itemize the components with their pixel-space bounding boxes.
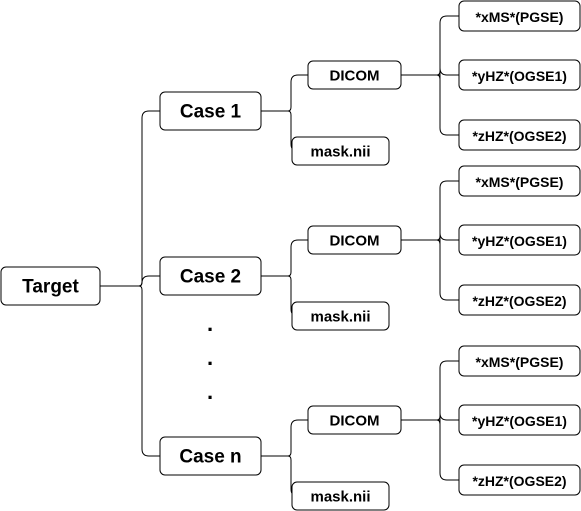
case-n-dicom-folder-box: [307, 405, 402, 435]
case-1-node-box: [159, 91, 262, 131]
case-2-mask-file: mask.nii: [291, 301, 390, 331]
case-1-mask-file-box: [291, 136, 390, 166]
case-1-dicom-file-2: *yHZ*(OGSE1): [458, 59, 581, 91]
case-n-dicom-folder: DICOM: [307, 405, 402, 435]
case-2-node: Case 2: [159, 256, 262, 296]
case-1-dicom-folder: DICOM: [307, 60, 402, 90]
target-connector: [100, 110, 160, 457]
case-n-node-box: [159, 436, 262, 476]
case-2-mask-file-box: [291, 301, 390, 331]
ellipsis-dot-2: .: [207, 345, 213, 370]
case-2-dicom-file-1-box: [458, 165, 581, 197]
case-2-dicom-folder-label: DICOM: [330, 233, 380, 250]
case-n-dicom-connector: [401, 360, 459, 481]
case-2-dicom-file-2: *yHZ*(OGSE1): [458, 224, 581, 256]
case-n-connector-branch-1: [287, 419, 308, 457]
case-n-dicom-folder-label: DICOM: [330, 413, 380, 430]
ellipsis-dot-1: .: [207, 311, 213, 336]
case-2-connector-branch-1: [287, 239, 308, 277]
target-node-box: [0, 266, 101, 306]
case-1-dicom-file-3: *zHZ*(OGSE2): [458, 119, 581, 151]
case-n-mask-file-label: mask.nii: [310, 489, 370, 506]
case-n-mask-file-box: [291, 481, 390, 511]
target-connector-branch-1: [138, 110, 160, 287]
target-node-label: Target: [22, 277, 79, 298]
case-2-node-box: [159, 256, 262, 296]
case-1-connector-branch-1: [287, 74, 308, 112]
case-1-dicom-connector-branch-1: [436, 15, 459, 76]
case-1-node: Case 1: [159, 91, 262, 131]
case-n-dicom-file-2-box: [458, 404, 581, 436]
case-n-dicom-connector-branch-3: [436, 419, 459, 481]
case-1-dicom-file-2-label: *yHZ*(OGSE1): [472, 68, 567, 84]
case-n-dicom-file-2-label: *yHZ*(OGSE1): [472, 413, 567, 429]
case-1-dicom-file-3-box: [458, 119, 581, 151]
case-n-node: Case n: [159, 436, 262, 476]
case-2-dicom-folder: DICOM: [307, 225, 402, 255]
case-n-dicom-file-3-label: *zHZ*(OGSE2): [472, 473, 566, 489]
case-1-dicom-folder-label: DICOM: [330, 68, 380, 85]
case-2-dicom-connector-branch-3: [436, 239, 459, 301]
target-node: Target: [0, 266, 101, 306]
case-2-dicom-file-1-label: *xMS*(PGSE): [476, 174, 564, 190]
ellipsis-dot-3: .: [207, 379, 213, 404]
tree-connectors: [100, 15, 459, 497]
case-1-dicom-connector: [401, 15, 459, 136]
case-2-dicom-connector: [401, 180, 459, 301]
case-1-dicom-file-2-box: [458, 59, 581, 91]
case-1-dicom-file-1: *xMS*(PGSE): [458, 0, 581, 32]
case-2-dicom-folder-box: [307, 225, 402, 255]
case-2-dicom-file-3: *zHZ*(OGSE2): [458, 284, 581, 316]
case-1-node-label: Case 1: [180, 102, 242, 123]
case-2-dicom-file-3-label: *zHZ*(OGSE2): [472, 293, 566, 309]
case-1-dicom-file-3-label: *zHZ*(OGSE2): [472, 128, 566, 144]
case-n-dicom-file-2: *yHZ*(OGSE1): [458, 404, 581, 436]
case-2-dicom-connector-branch-1: [436, 180, 459, 241]
case-n-dicom-file-3: *zHZ*(OGSE2): [458, 464, 581, 496]
case-2-dicom-file-1: *xMS*(PGSE): [458, 165, 581, 197]
target-connector-branch-3: [138, 285, 160, 457]
case-n-dicom-file-1-box: [458, 345, 581, 377]
case-n-dicom-file-1-label: *xMS*(PGSE): [476, 354, 564, 370]
case-1-mask-file: mask.nii: [291, 136, 390, 166]
case-n-mask-file: mask.nii: [291, 481, 390, 511]
case-1-dicom-file-1-label: *xMS*(PGSE): [476, 9, 564, 25]
case-1-dicom-connector-branch-3: [436, 74, 459, 136]
case-1-mask-file-label: mask.nii: [310, 144, 370, 161]
case-n-dicom-file-1: *xMS*(PGSE): [458, 345, 581, 377]
omitted-cases-ellipsis: ...: [207, 311, 213, 404]
case-1-dicom-file-1-box: [458, 0, 581, 32]
case-n-dicom-file-3-box: [458, 464, 581, 496]
case-1-dicom-folder-box: [307, 60, 402, 90]
case-2-node-label: Case 2: [180, 267, 241, 288]
case-2-dicom-file-2-label: *yHZ*(OGSE1): [472, 233, 567, 249]
case-2-dicom-file-2-box: [458, 224, 581, 256]
case-n-dicom-connector-branch-1: [436, 360, 459, 421]
case-2-mask-file-label: mask.nii: [310, 309, 370, 326]
case-2-dicom-file-3-box: [458, 284, 581, 316]
target-connector-branch-2: [138, 275, 160, 287]
case-n-node-label: Case n: [179, 447, 241, 468]
